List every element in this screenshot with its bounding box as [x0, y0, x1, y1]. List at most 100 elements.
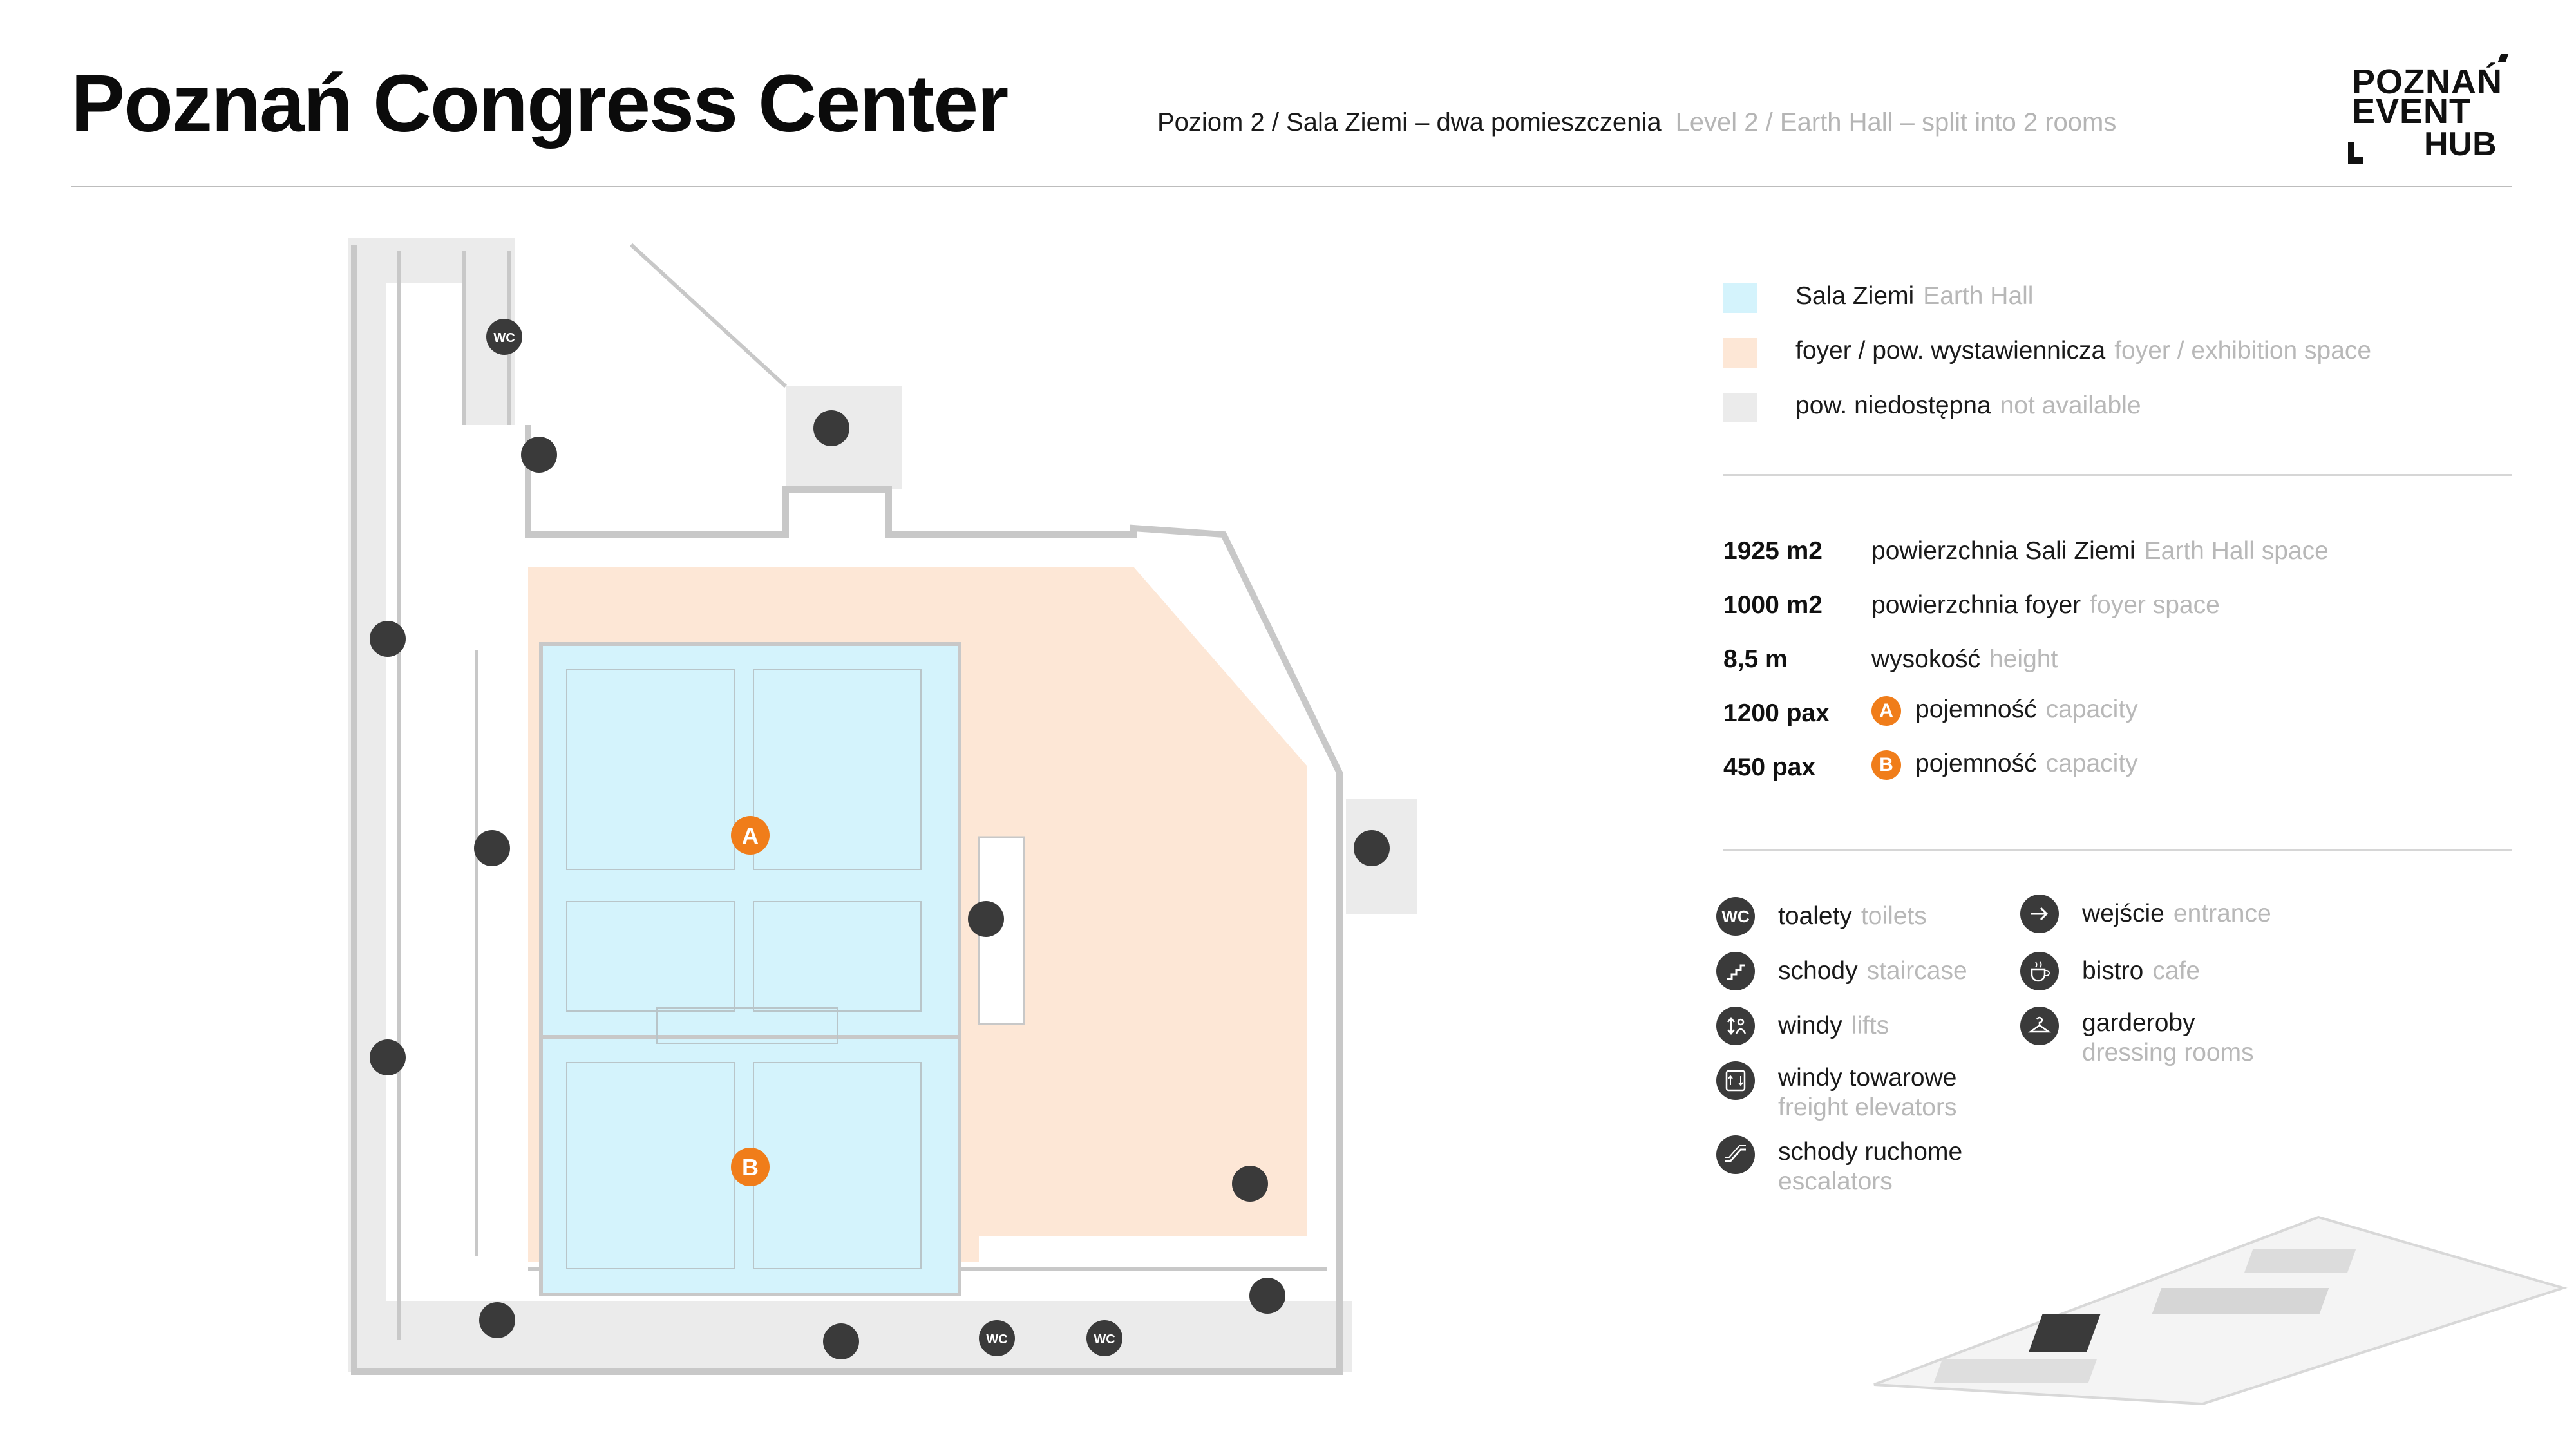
stat-label: wysokość: [1871, 645, 1981, 673]
stat-label-en: foyer space: [2090, 591, 2220, 619]
stat-value: 1000 m2: [1723, 591, 1823, 619]
wc-marker-south-2: WC: [1086, 1320, 1122, 1356]
unavailable-north-west: [386, 238, 515, 283]
legend-label: Sala Ziemi: [1795, 282, 1915, 310]
stat-label-en: capacity: [2045, 750, 2138, 777]
label-pl: windy: [1778, 1012, 1842, 1039]
label-pl: bistro: [2082, 957, 2144, 985]
stat-label-en: Earth Hall space: [2144, 537, 2329, 565]
legend-foyer: foyer / pow. wystawiennicza foyer / exhib…: [1795, 337, 2371, 365]
wc-marker-north: WC: [486, 319, 522, 355]
stat-value: 450 pax: [1723, 753, 1816, 781]
map-markers: A B WC WC WC: [370, 319, 1390, 1359]
freight-elevator-icon: [1716, 1061, 1755, 1100]
coffee-cup-icon: [1232, 1166, 1268, 1202]
stat-value: 8,5 m: [1723, 645, 1788, 673]
freight-elevator-icon: [1249, 1278, 1285, 1314]
page-subtitle: Poziom 2 / Sala Ziemi – dwa pomieszczeni…: [1157, 108, 2116, 137]
label-en: entrance: [2173, 900, 2271, 927]
wc-icon: [979, 1320, 1015, 1356]
floor-plan-map: A B WC WC WC: [348, 238, 1417, 1375]
label-en: escalators: [1778, 1168, 1893, 1195]
stat-value: 1200 pax: [1723, 699, 1830, 727]
seating-block-a3: [566, 901, 735, 1012]
label-pl: toalety: [1778, 902, 1852, 930]
legend-label: pow. niedostępna: [1795, 392, 1991, 419]
entrance-arrow-icon: [2020, 895, 2059, 933]
stat-desc: powierzchnia Sali Ziemi Earth Hall space: [1871, 537, 2329, 565]
stage-outline: [656, 1007, 838, 1044]
subtitle-english: Level 2 / Earth Hall – split into 2 room…: [1675, 108, 2117, 137]
stat-value: 1925 m2: [1723, 537, 1823, 565]
stairs-icon: [1716, 952, 1755, 990]
subtitle-polish: Poziom 2 / Sala Ziemi – dwa pomieszczeni…: [1157, 108, 1662, 137]
wc-label: WC: [986, 1332, 1007, 1347]
escalator-icon: [968, 901, 1004, 937]
label-en: cafe: [2152, 957, 2201, 985]
wc-icon: WC: [1716, 897, 1755, 936]
stat-label-en: capacity: [2045, 696, 2138, 723]
label-pl: schody: [1778, 957, 1858, 985]
icon-legend-label: windy lifts: [1778, 1012, 1889, 1040]
room-b-marker: B: [731, 1148, 770, 1186]
escalator-icon: [1716, 1135, 1755, 1174]
stairs-icon: [1354, 830, 1390, 866]
campus-building: [2244, 1249, 2356, 1273]
page-title: Poznań Congress Center: [71, 58, 1009, 149]
label-en: staircase: [1866, 957, 1967, 985]
seating-block-a2: [753, 669, 922, 870]
outer-wall-west-south: [351, 245, 1343, 1375]
stat-label: pojemność: [1915, 750, 2037, 777]
stat-desc: wysokość height: [1871, 645, 2058, 674]
room-a-marker: A: [731, 816, 770, 855]
label-en: lifts: [1851, 1012, 1889, 1039]
swatch-unavailable: [1723, 393, 1757, 422]
icon-legend-label: schody staircase: [1778, 957, 1967, 985]
label-en: freight elevators: [1778, 1094, 1957, 1121]
label-pl: windy towarowe: [1778, 1064, 1957, 1092]
wc-icon: [486, 319, 522, 355]
coffee-cup-icon: [2020, 952, 2059, 990]
wc-icon: [1086, 1320, 1122, 1356]
label-en: dressing rooms: [2082, 1039, 2254, 1066]
legend-unavailable: pow. niedostępna not available: [1795, 392, 2141, 420]
stat-label-en: height: [1989, 645, 2058, 673]
stat-label: powierzchnia foyer: [1871, 591, 2081, 619]
stat-label: powierzchnia Sali Ziemi: [1871, 537, 2136, 565]
legend-label-en: not available: [2000, 392, 2141, 419]
lift-icon: [1716, 1007, 1755, 1045]
campus-building: [1933, 1359, 2098, 1383]
legend-divider-2: [1723, 849, 2512, 851]
room-b-circle: [731, 1148, 770, 1186]
label-pl: schody ruchome: [1778, 1138, 1963, 1166]
legend-label-en: foyer / exhibition space: [2114, 337, 2372, 365]
room-a-circle: [731, 816, 770, 855]
icon-legend-label: bistro cafe: [2082, 957, 2200, 985]
stat-label: pojemność: [1915, 696, 2037, 723]
logo-line-2: EVENT: [2352, 92, 2472, 131]
stairs-icon: [474, 830, 510, 866]
wc-label: WC: [493, 331, 515, 345]
diagonal-north-wall: [629, 243, 788, 388]
stairs-icon: [823, 1323, 859, 1359]
legend-divider-1: [1723, 474, 2512, 476]
logo-corner-mark-foot: [2348, 157, 2363, 164]
room-a-badge: A: [1871, 696, 1901, 726]
swatch-earth-hall: [1723, 283, 1757, 313]
logo-line-3: HUB: [2424, 126, 2497, 163]
wc-label: WC: [1094, 1332, 1115, 1347]
hanger-icon: [370, 1039, 406, 1075]
wc-marker-south-1: WC: [979, 1320, 1015, 1356]
room-b-badge: B: [1871, 750, 1901, 780]
seating-block-a1: [566, 669, 735, 870]
legend-label: foyer / pow. wystawiennicza: [1795, 337, 2106, 365]
lift-icon: [521, 437, 557, 473]
stairs-icon: [813, 410, 849, 446]
swatch-foyer: [1723, 338, 1757, 368]
label-pl: garderoby: [2082, 1009, 2195, 1037]
room-a-label: A: [742, 822, 759, 849]
